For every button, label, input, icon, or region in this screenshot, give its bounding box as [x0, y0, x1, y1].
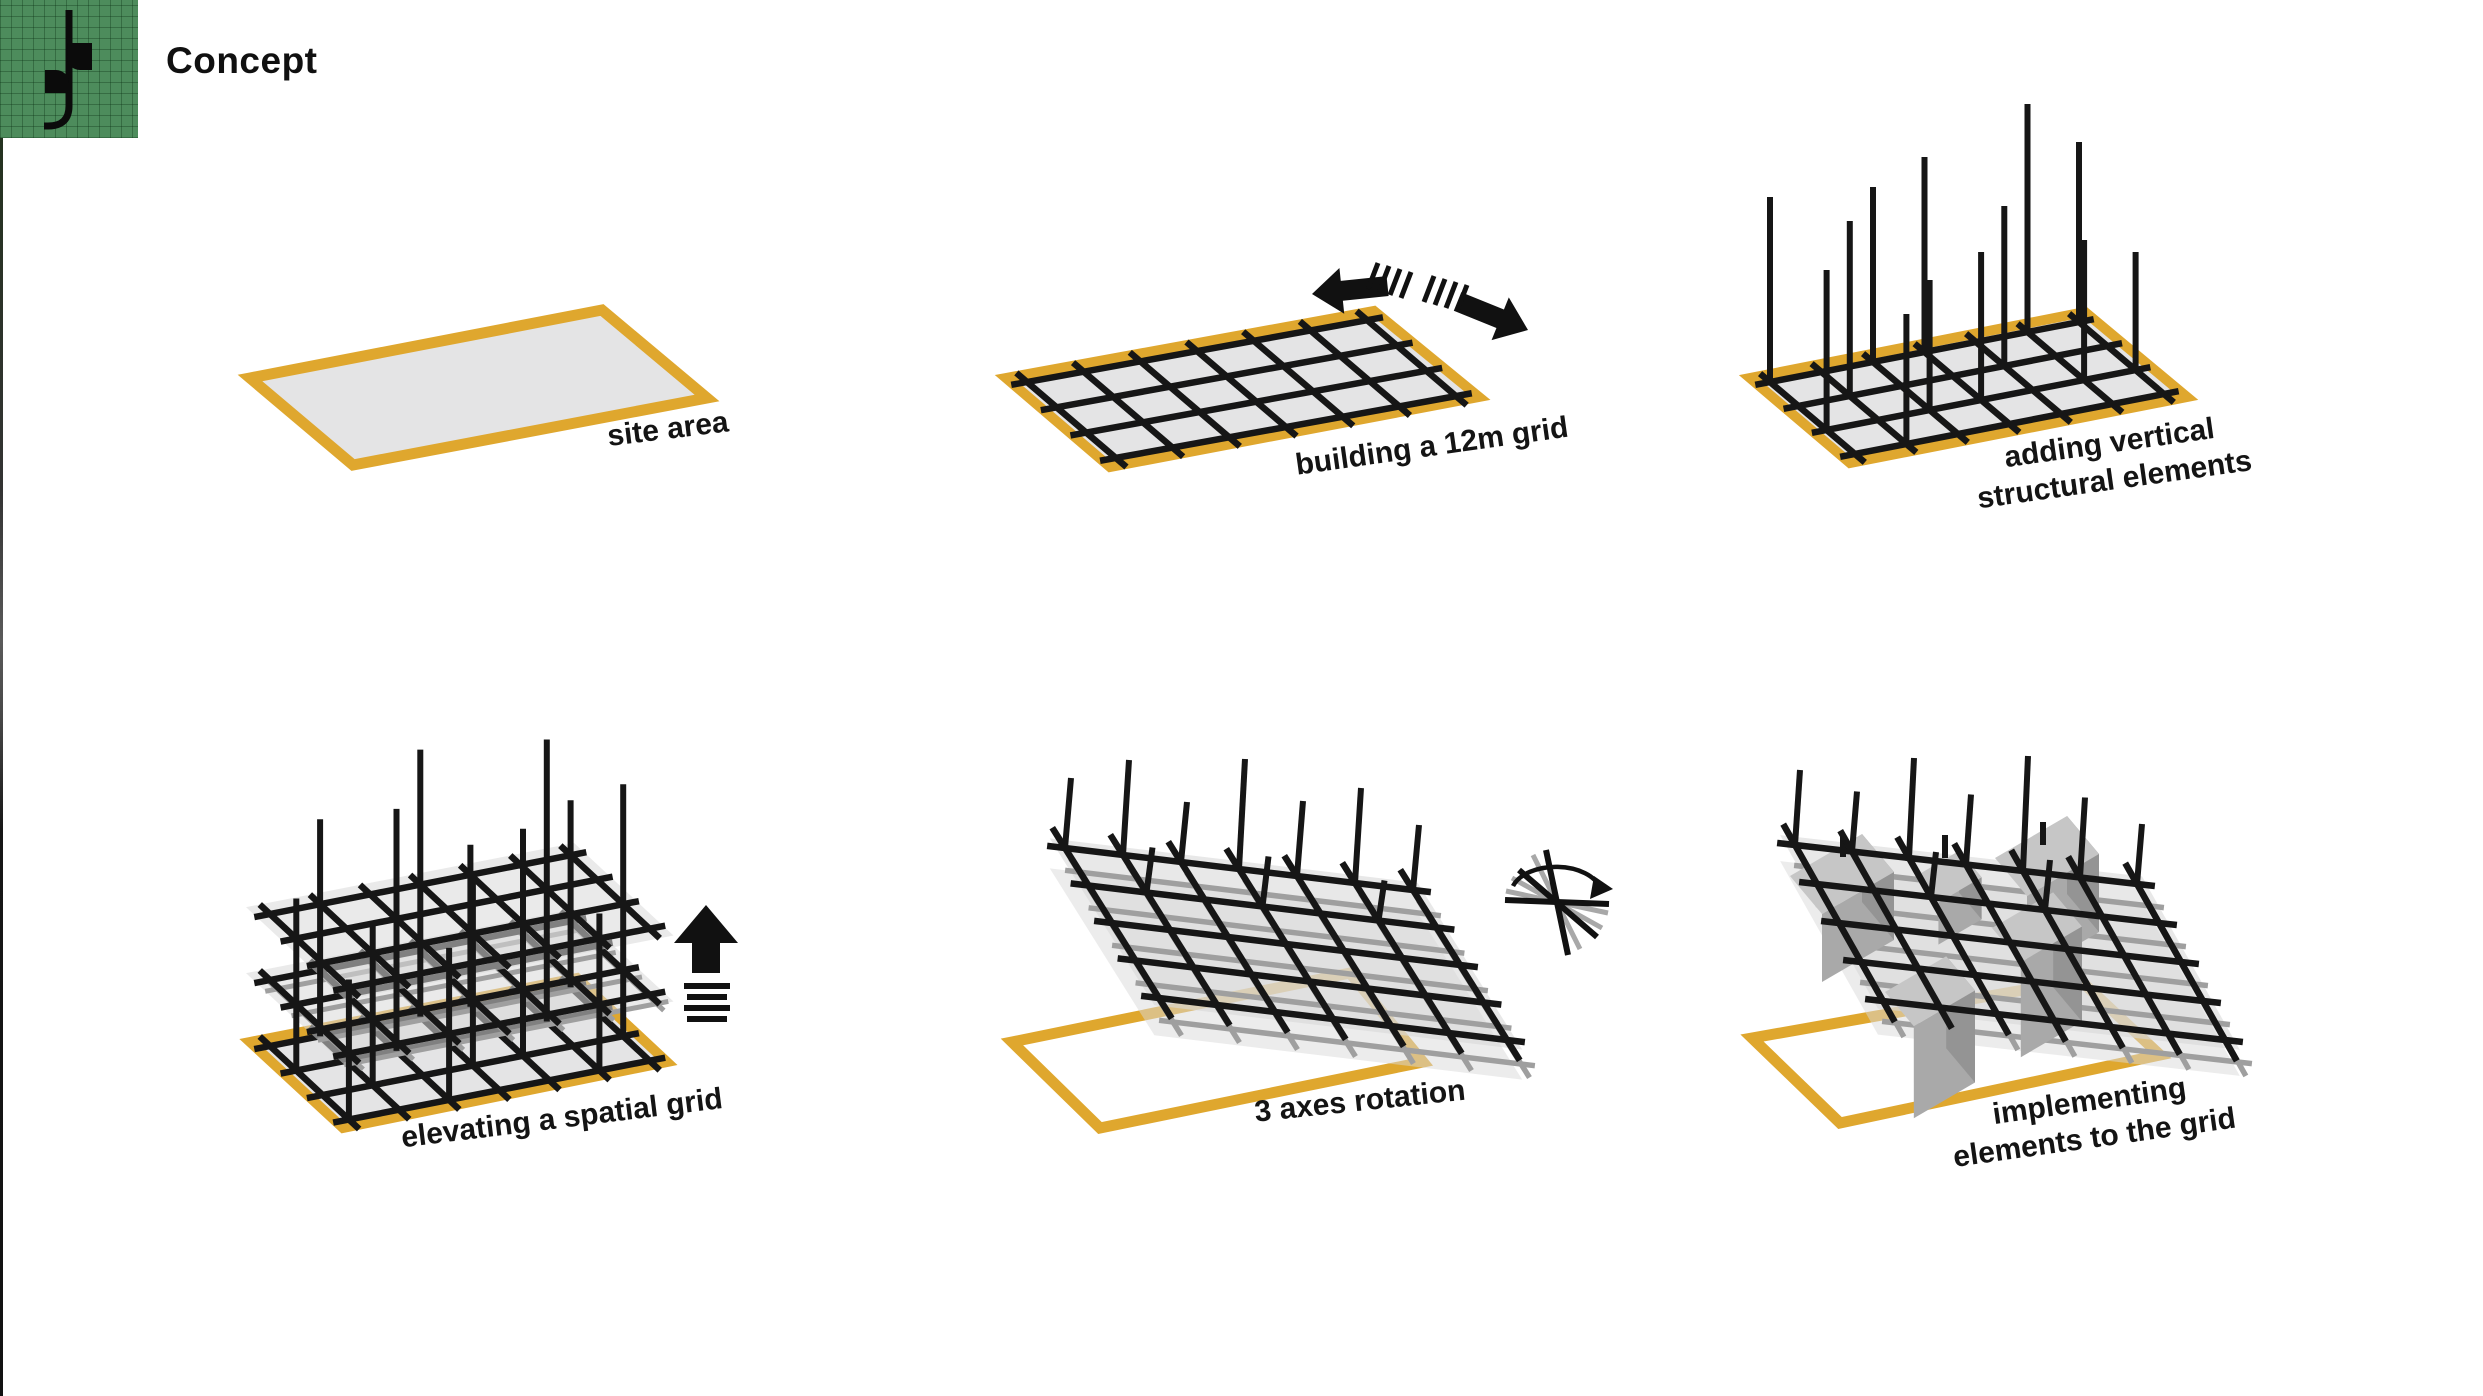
grid-line — [508, 853, 612, 951]
grid-line — [2008, 848, 2126, 1050]
grid-line — [1928, 851, 1939, 898]
vertical-columns — [293, 739, 627, 1120]
column-stubs — [1792, 755, 2145, 911]
left-edge-strip — [0, 138, 3, 1396]
figure-building-grid — [994, 262, 1528, 473]
grid-line — [2077, 797, 2088, 878]
grid-line — [1143, 847, 1156, 893]
plane — [1995, 816, 2099, 896]
grid-line — [257, 968, 362, 1066]
figure-vertical-elements — [1738, 104, 2199, 469]
grid-line — [257, 1034, 362, 1132]
grid-line — [307, 892, 412, 990]
column-stubs — [1062, 758, 1422, 921]
grid-line — [1757, 371, 1867, 465]
grid-line — [1236, 758, 1248, 870]
grid-line — [1906, 757, 1917, 859]
grid-line — [1454, 284, 1470, 312]
grid-line — [1014, 370, 1129, 470]
grid-line — [1281, 853, 1407, 1049]
grid-line — [1241, 329, 1356, 429]
grid-line — [2042, 859, 2053, 911]
grid-line — [1120, 759, 1132, 856]
grid-line — [1894, 835, 2012, 1037]
grid-line — [357, 882, 462, 980]
grid-line — [1354, 308, 1469, 408]
grid-line — [1837, 828, 1955, 1031]
arrow-right — [1453, 292, 1528, 341]
grid-line — [1443, 281, 1459, 309]
grid-line — [2020, 755, 2031, 872]
vertical-columns — [1767, 104, 2139, 444]
grid-line — [1352, 787, 1364, 884]
grid-line — [1375, 880, 1388, 921]
grid-line — [2134, 823, 2145, 885]
grid-line — [1062, 777, 1074, 849]
grid-line — [1951, 841, 2069, 1044]
grid-line — [457, 862, 562, 961]
grid-line — [558, 843, 662, 941]
grid-line — [1049, 825, 1175, 1021]
plane — [237, 304, 720, 471]
grid-line — [407, 872, 512, 971]
grid-line — [1376, 265, 1392, 293]
figure-implementing — [1740, 755, 2253, 1129]
grid-line — [1070, 360, 1186, 460]
slide-arrows-icon — [1312, 262, 1528, 341]
grid-line — [1860, 351, 1970, 445]
grid-line — [2065, 854, 2183, 1057]
grid-line — [1432, 278, 1448, 306]
grid-line — [1365, 262, 1381, 290]
grid-line — [2122, 861, 2240, 1063]
gb-logo-icon — [44, 10, 92, 130]
grid-line — [1387, 268, 1403, 296]
figure-axes-rotation — [1000, 758, 1613, 1134]
grid-line — [1963, 794, 1974, 865]
arc-arrowhead — [1590, 876, 1613, 899]
figure-site-area — [237, 304, 720, 471]
up-arrow — [674, 905, 738, 973]
grid-line — [1421, 275, 1437, 303]
grid-line — [1792, 769, 1803, 846]
grid-line — [257, 902, 362, 1000]
rotation-icon — [1504, 849, 1613, 956]
grid-line — [1223, 846, 1349, 1042]
grid-line — [1297, 318, 1413, 418]
grid-line — [1410, 824, 1422, 891]
grid-line — [1184, 339, 1299, 439]
grid-line — [1259, 856, 1272, 907]
grid-line — [1178, 801, 1190, 863]
grid-line — [1165, 839, 1291, 1035]
figure-spatial-grid — [239, 739, 738, 1134]
grid-line — [2015, 321, 2125, 415]
grid-line — [1339, 860, 1465, 1056]
grid-line — [1398, 271, 1414, 299]
grid-line — [1127, 349, 1242, 449]
grid-line — [1397, 867, 1523, 1063]
grid-line — [1780, 822, 1898, 1024]
grid-line — [1517, 867, 1599, 940]
grid-line — [1294, 800, 1306, 877]
grid-line — [1849, 791, 1860, 852]
page-title: Concept — [166, 40, 318, 81]
grid-line — [1107, 832, 1233, 1028]
gb-logo — [0, 0, 138, 138]
up-arrow-icon — [674, 905, 738, 1022]
